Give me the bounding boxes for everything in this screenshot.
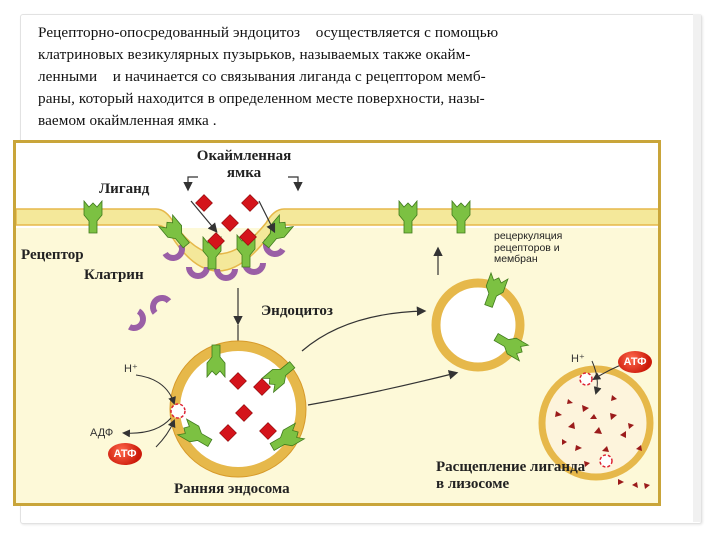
receptor-label: Рецептор — [21, 247, 84, 263]
lysosome-label: Расщепление лиганда в лизосоме — [436, 459, 586, 492]
intro-paragraph: Рецепторно-опосредованный эндоцитоз осущ… — [38, 22, 628, 132]
clathrin-label: Клатрин — [84, 267, 144, 283]
intro-line-3: ленными и начинается со связывания лиган… — [38, 68, 486, 85]
h-plus-right-label: H⁺ — [571, 353, 585, 365]
ligand-label: Лиганд — [99, 181, 150, 197]
h-plus-left-label: H⁺ — [124, 363, 138, 375]
atp-left-badge: АТФ — [108, 443, 142, 465]
endocytosis-diagram: Окаймленная ямка Лиганд Рецептор Клатрин… — [13, 140, 661, 506]
lysosome — [538, 365, 654, 481]
coated-pit-label: Окаймленная ямка — [196, 148, 292, 181]
early-endosome — [169, 340, 307, 478]
intro-line-2: клатриновых везикулярных пузырьков, назы… — [38, 46, 471, 63]
intro-line-1: Рецепторно-опосредованный эндоцитоз осущ… — [38, 24, 499, 41]
early-endosome-label: Ранняя эндосома — [174, 481, 290, 497]
recycling-vesicle — [431, 272, 529, 372]
intro-line-4: раны, который находится в определенном м… — [38, 90, 485, 107]
released-fragments — [618, 479, 650, 489]
slide-edge-strip — [693, 14, 701, 522]
atp-right-badge: АТФ — [618, 351, 652, 373]
endocytosis-label: Эндоцитоз — [261, 303, 333, 319]
intro-line-5: ваемом окаймленная ямка . — [38, 112, 217, 129]
adp-label: АДФ — [90, 427, 114, 439]
recycling-label: рецеркуляция рецепторов и мембран — [494, 230, 563, 265]
